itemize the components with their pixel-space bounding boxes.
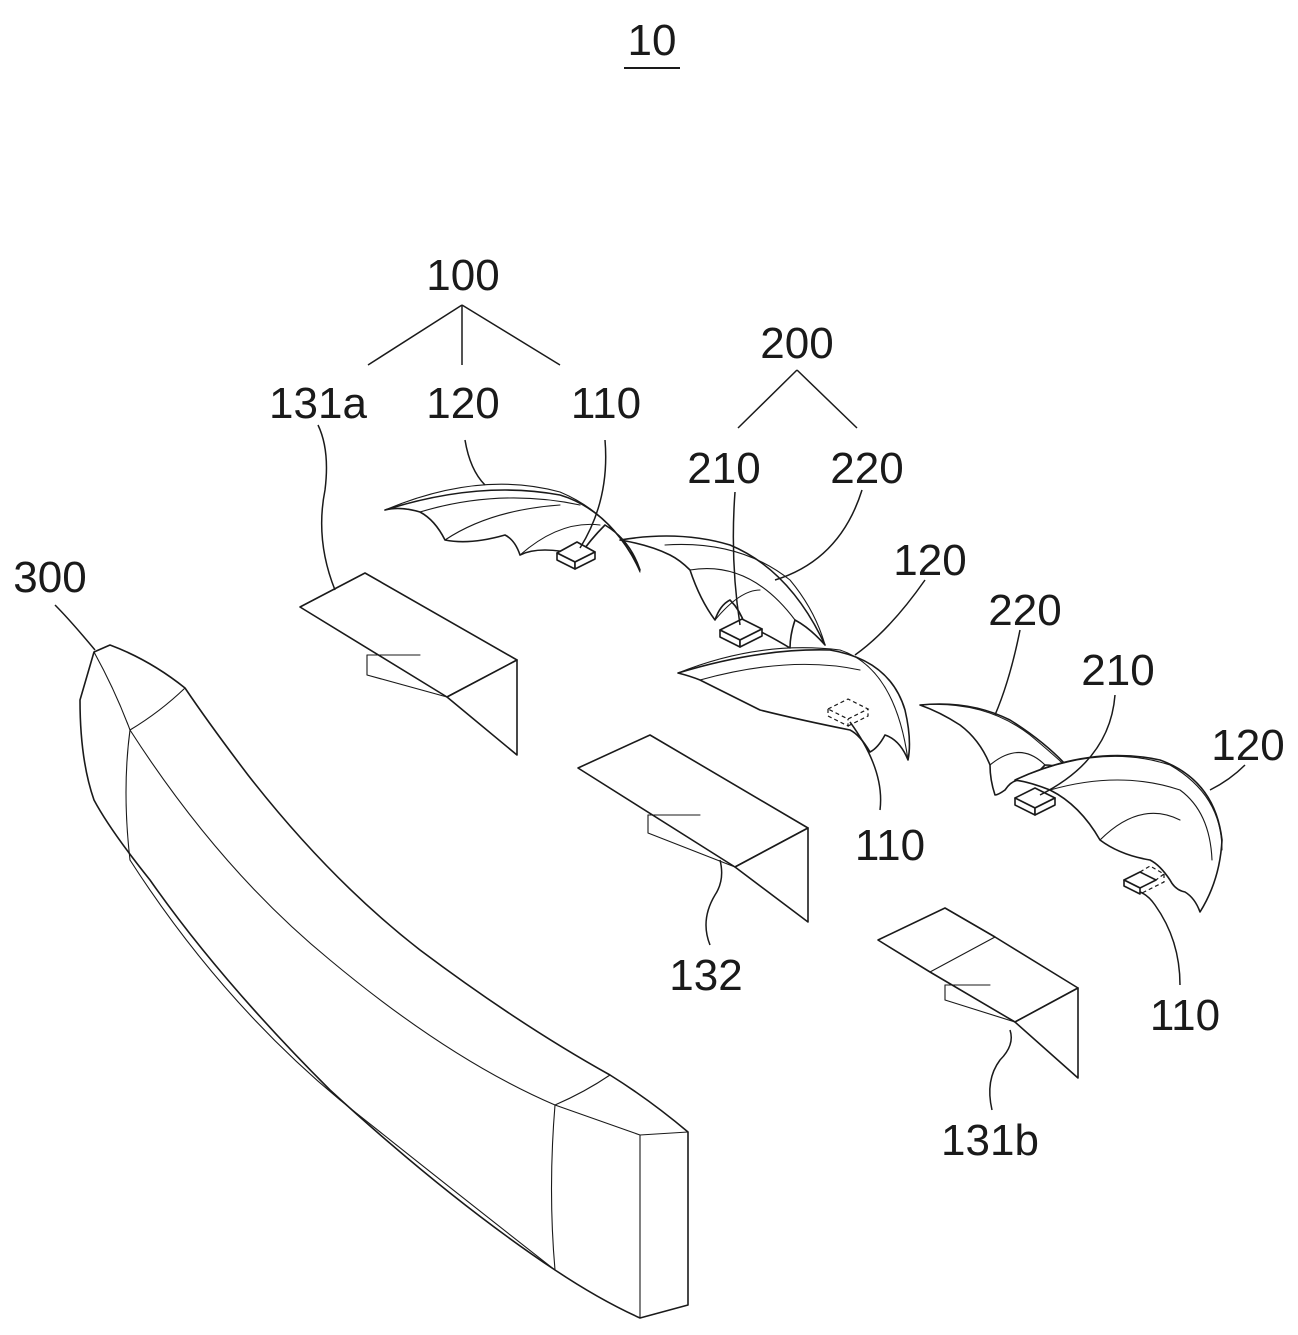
reflector-132: [577, 734, 809, 923]
label-assembly-100: 100: [426, 251, 499, 300]
label-132: 132: [669, 951, 742, 1000]
label-120-mid: 120: [893, 536, 966, 585]
label-131a: 131a: [269, 379, 367, 428]
label-210-right: 210: [1081, 646, 1154, 695]
led-110-top: [556, 541, 596, 570]
label-110-top: 110: [571, 379, 641, 428]
label-300: 300: [13, 553, 86, 602]
label-210-top: 210: [687, 444, 760, 493]
label-assembly-200: 200: [760, 319, 833, 368]
label-220-top: 220: [830, 444, 903, 493]
reflector-131a: [299, 572, 518, 756]
led-110-mid: [826, 698, 870, 727]
lens-120-right: [1014, 754, 1223, 913]
housing-300: [79, 644, 689, 1319]
led-210-upper: [719, 618, 763, 648]
led-210-right: [1014, 787, 1056, 816]
label-110-mid: 110: [855, 821, 925, 870]
label-120-right: 120: [1211, 721, 1284, 770]
reflector-131b: [877, 907, 1079, 1079]
led-110-right: [1123, 865, 1166, 895]
lens-120-mid: [677, 647, 911, 761]
label-120-top: 120: [426, 379, 499, 428]
label-110-right: 110: [1150, 991, 1220, 1040]
figure-number: 10: [628, 16, 677, 65]
leader-lines: [54, 304, 1246, 1111]
label-220-right: 220: [988, 586, 1061, 635]
label-131b: 131b: [941, 1116, 1039, 1165]
